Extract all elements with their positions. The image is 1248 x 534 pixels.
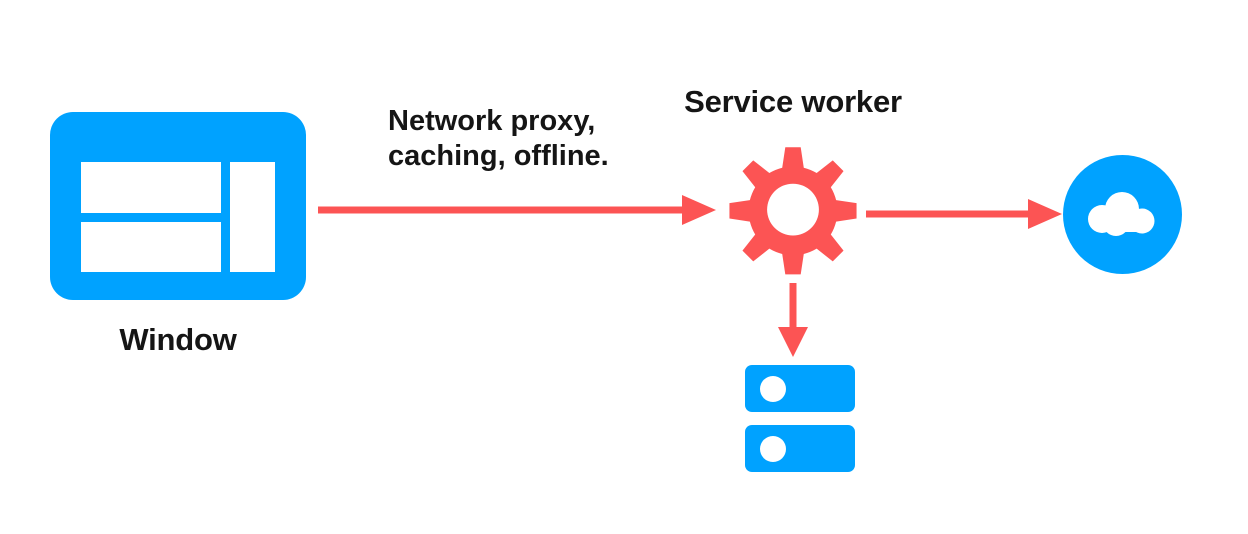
server-led-top [760, 375, 786, 402]
edge-caption-line-1: Network proxy, [388, 105, 596, 137]
service-worker-label: Service worker [684, 84, 902, 119]
browser-window-icon [50, 112, 306, 300]
window-panel-bottom [81, 221, 221, 272]
node-service-worker[interactable] [722, 141, 864, 286]
arrow-window-to-service-worker [318, 192, 716, 233]
server-led-bottom [760, 435, 786, 462]
node-cache-storage[interactable] [745, 365, 855, 472]
window-panel-top [81, 162, 221, 213]
node-window[interactable] [50, 112, 306, 300]
server-bar-bottom [745, 425, 855, 472]
window-label: Window [119, 322, 237, 357]
gear-icon [729, 147, 857, 275]
cloud-circle-background [1063, 155, 1182, 274]
server-bar-top [745, 365, 855, 412]
window-right-column [230, 162, 275, 272]
window-panel-group [81, 162, 275, 272]
node-cloud[interactable] [1063, 155, 1182, 274]
arrow-service-worker-to-cloud [866, 196, 1062, 237]
arrow-service-worker-to-cache [772, 283, 814, 362]
window-panel-side [230, 162, 275, 272]
edge-caption-network-proxy: Network proxy, caching, offline. [388, 104, 644, 175]
cloud-icon [1087, 191, 1154, 236]
edge-caption-line-2: caching, offline. [388, 140, 609, 173]
window-left-column [81, 162, 221, 272]
server-storage-icon [745, 365, 855, 472]
